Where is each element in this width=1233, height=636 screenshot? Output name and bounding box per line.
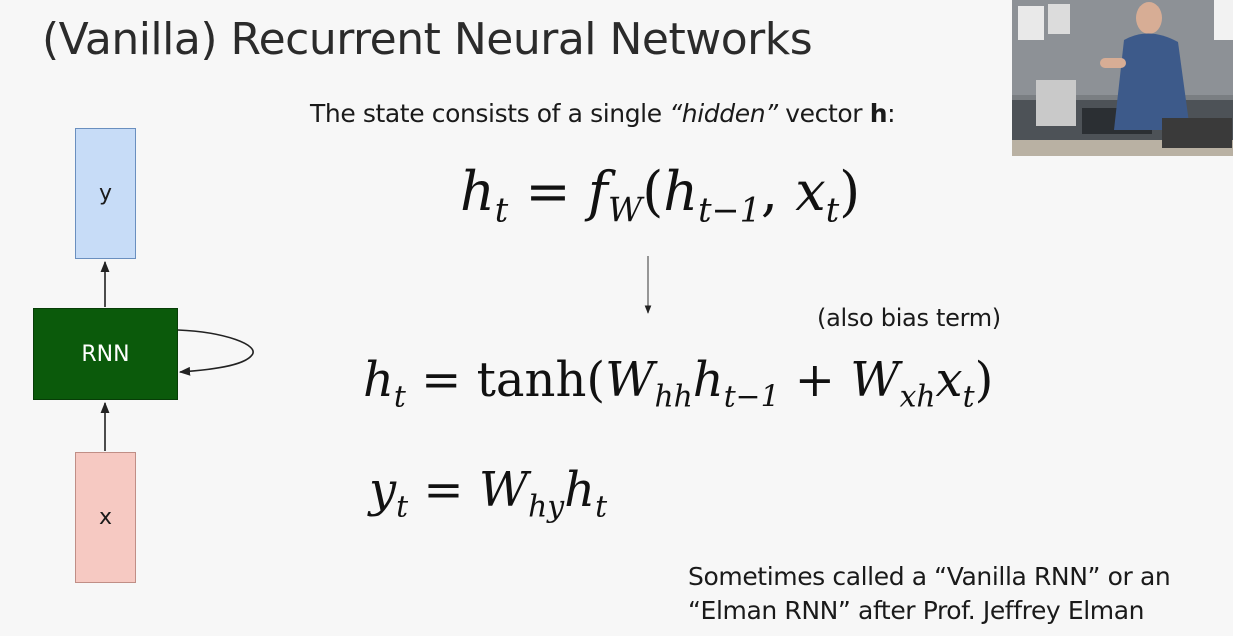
equation-output: yt = Whyht bbox=[369, 462, 608, 525]
footnote-line-2: “Elman RNN” after Prof. Jeffrey Elman bbox=[688, 596, 1145, 625]
state-vector-word: vector bbox=[777, 99, 870, 128]
presenter-video-icon bbox=[1012, 0, 1233, 156]
equation-state-update-general: ht = fW(ht−1, xt) bbox=[460, 160, 861, 230]
recurrent-loop-arrow bbox=[177, 329, 254, 376]
footnote-line-1: Sometimes called a “Vanilla RNN” or an bbox=[688, 562, 1171, 591]
equation-state-update-tanh: ht = tanh(Whhht−1 + Wxhxt) bbox=[363, 352, 994, 415]
state-colon: : bbox=[887, 99, 896, 128]
state-hidden-word: “hidden” bbox=[669, 99, 778, 128]
input-x-box: x bbox=[75, 452, 136, 583]
output-y-box: y bbox=[75, 128, 136, 259]
output-y-label: y bbox=[98, 181, 113, 206]
rnn-cell-box: RNN bbox=[33, 308, 178, 400]
bias-note: (also bias term) bbox=[817, 304, 1001, 332]
state-description: The state consists of a single “hidden” … bbox=[310, 99, 896, 128]
rnn-cell-label: RNN bbox=[81, 341, 130, 367]
state-prefix: The state consists of a single bbox=[310, 99, 670, 128]
footnote: Sometimes called a “Vanilla RNN” or an “… bbox=[688, 560, 1233, 628]
state-h-symbol: h bbox=[869, 99, 888, 128]
input-x-label: x bbox=[98, 505, 113, 530]
slide-title: (Vanilla) Recurrent Neural Networks bbox=[42, 14, 813, 65]
